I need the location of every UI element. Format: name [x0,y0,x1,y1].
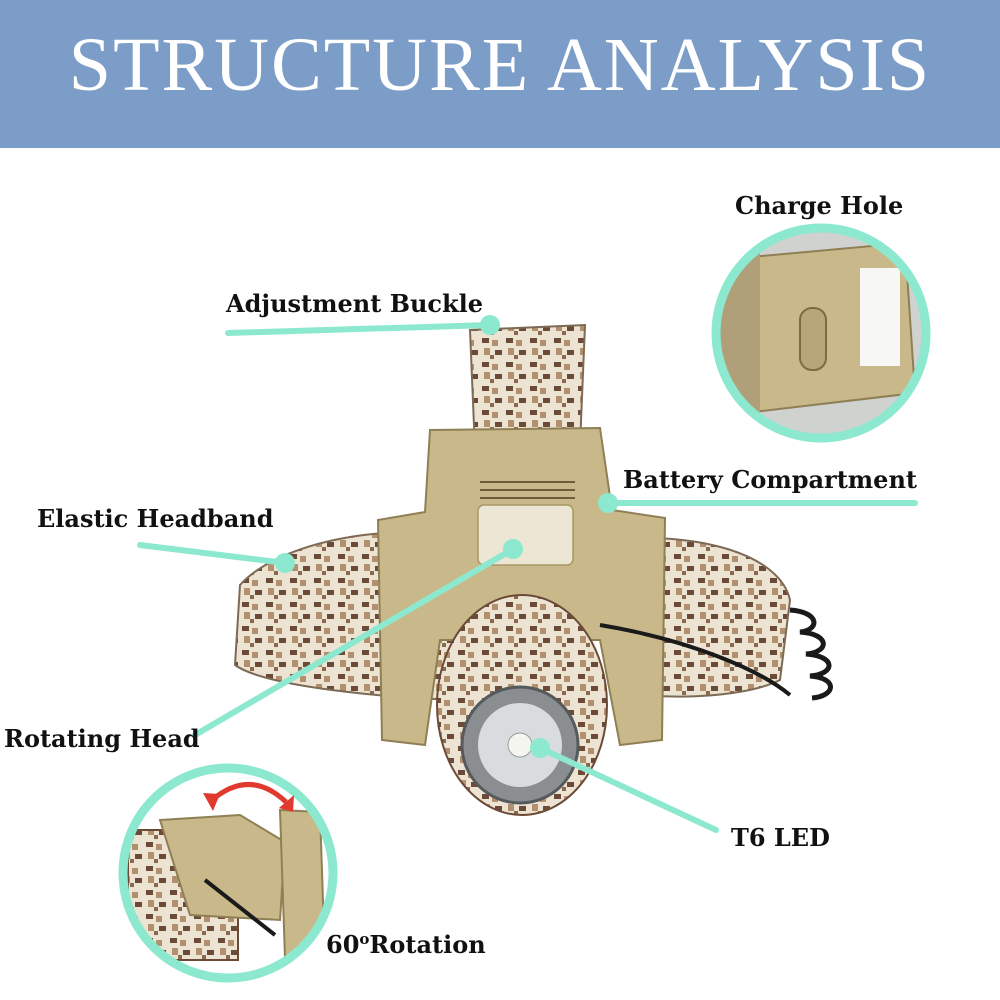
page-title: STRUCTURE ANALYSIS [68,23,932,107]
rotation-label: 60oRotation [326,930,486,959]
t6-led-dot [530,738,550,758]
charge-hole-detail [711,223,931,443]
front-window [477,504,574,566]
coiled-cable [789,607,833,701]
battery-compartment-dot [598,493,618,513]
adjustment-buckle-dot [480,315,500,335]
rotation-value: 60 [326,930,360,959]
adjustment-buckle-line [225,322,493,336]
rotation-degree: o [359,930,370,948]
power-cable [599,623,792,697]
elastic-headband-dot [275,553,295,573]
rotating-head-dot [503,539,523,559]
charge-hole-label: Charge Hole [735,191,904,220]
title-banner: STRUCTURE ANALYSIS [0,0,1000,148]
t6-led-label: T6 LED [731,823,830,852]
elastic-headband-label: Elastic Headband [37,504,274,533]
callout-lines [137,315,918,833]
rotation-arrow-icon [203,782,294,812]
rotation-word: Rotation [369,930,486,959]
t6-led-line [537,745,719,833]
rotating-head-line [192,546,516,738]
rotation-detail [118,763,338,983]
vent-slots [480,481,575,499]
adjustment-buckle-label: Adjustment Buckle [226,289,484,318]
t6-led-chip [507,732,533,758]
rotating-head-label: Rotating Head [4,724,200,753]
battery-compartment-label: Battery Compartment [623,465,917,494]
elastic-headband-line [137,542,288,566]
